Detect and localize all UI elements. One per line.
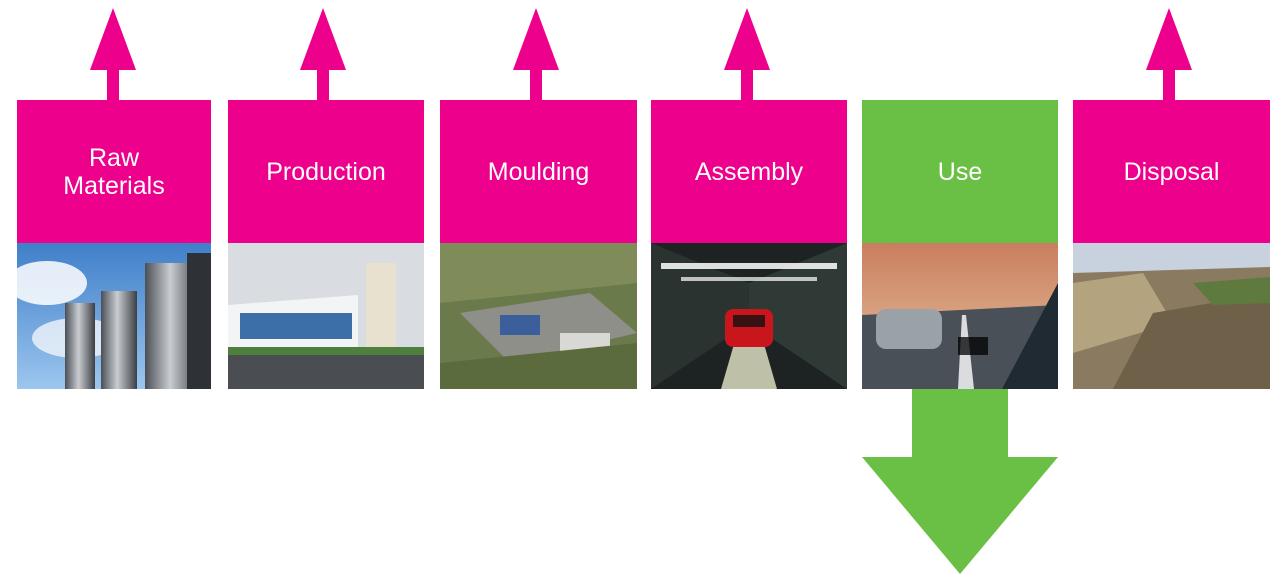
stage-box-use: Use [862,100,1058,243]
landfill-quarry-photo [1073,243,1270,389]
stage-label: Raw Materials [63,143,165,200]
stage-label: Use [937,157,983,186]
silo-tanks-photo [17,243,211,389]
emission-arrow-up-icon [936,8,982,100]
stage-box-assembly: Assembly [651,100,847,243]
stage-box-moulding: Moulding [440,100,637,243]
emission-arrow-up-icon [300,8,346,100]
emission-arrow-up-icon [513,8,559,100]
stage-label: Production [266,157,386,186]
stage-box-disposal: Disposal [1073,100,1270,243]
stage-label: Moulding [487,157,590,186]
stage-box-production: Production [228,100,424,243]
use-phase-down-arrow-icon [862,389,1058,574]
car-assembly-line-photo [651,243,847,389]
stage-label: Disposal [1123,157,1220,186]
emission-arrow-up-icon [90,8,136,100]
aerial-industrial-site-photo [440,243,637,389]
stage-label: Assembly [694,157,804,186]
factory-building-photo [228,243,424,389]
emission-arrow-up-icon [724,8,770,100]
emission-arrow-up-icon [1146,8,1192,100]
stage-box-raw-materials: Raw Materials [17,100,211,243]
cars-on-road-photo [862,243,1058,389]
